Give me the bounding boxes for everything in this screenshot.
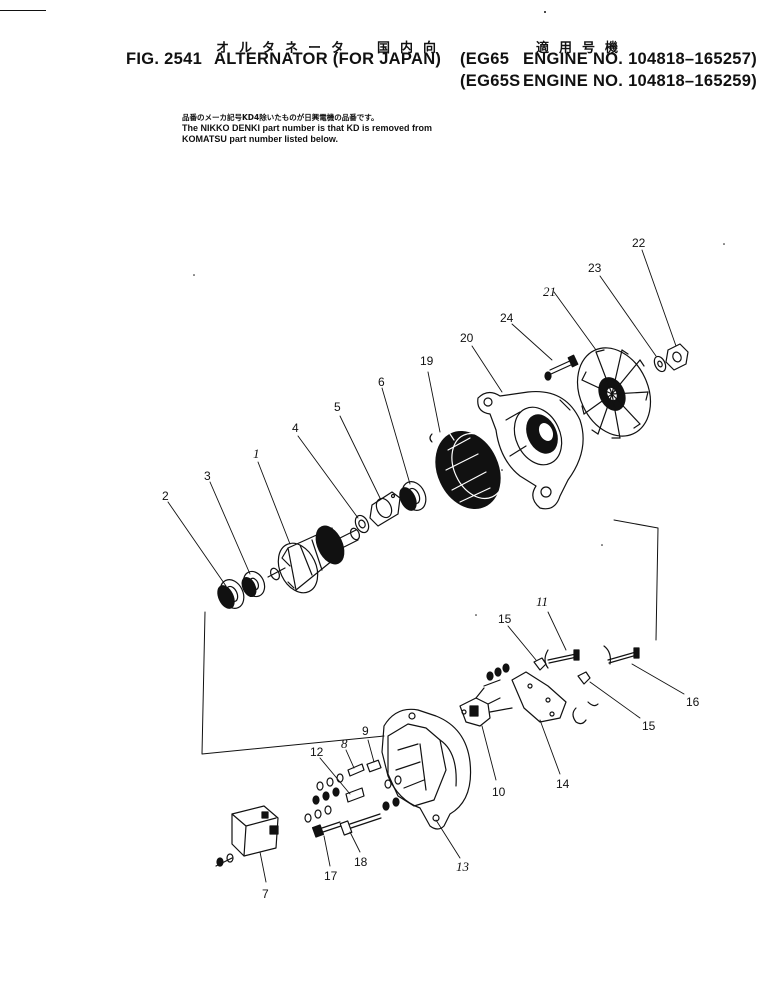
figure-number: FIG. 2541 xyxy=(126,50,203,68)
callout-22: 22 xyxy=(632,236,646,250)
japanese-applicable-serial: 適用号機 xyxy=(536,41,629,56)
regulator-part-7 xyxy=(215,805,279,867)
bolt-part-11 xyxy=(547,649,580,664)
fan-part-21 xyxy=(576,347,652,439)
callout-10: 10 xyxy=(492,785,506,799)
stator-part-19 xyxy=(429,423,505,510)
engine-serial-range-1: ENGINE NO. 104818–165257) xyxy=(523,50,758,68)
brush-holder-part-10 xyxy=(459,687,513,727)
front-housing-part-20 xyxy=(477,390,584,510)
callout-21: 21 xyxy=(543,284,556,299)
engine-serial-range-2: ENGINE NO. 104818–165259) xyxy=(523,72,758,90)
small-washers-group xyxy=(483,663,510,687)
callout-8: 8 xyxy=(341,736,348,751)
callout-24: 24 xyxy=(500,311,514,325)
insulator-plate-part-14 xyxy=(511,671,567,723)
insulator-part-15-upper xyxy=(533,649,549,671)
bushing-part-9 xyxy=(366,759,382,773)
callout-17: 17 xyxy=(324,869,338,883)
washer-stack-group xyxy=(304,773,402,823)
bearing-part-2 xyxy=(217,579,245,609)
figure-title: ALTERNATOR (FOR JAPAN) xyxy=(214,50,442,68)
callout-12: 12 xyxy=(310,745,324,759)
rear-housing-part-13 xyxy=(381,708,472,830)
nut-part-22 xyxy=(665,343,689,371)
leader-lines xyxy=(167,249,685,883)
assembly-connector-lines xyxy=(201,519,659,755)
callout-16: 16 xyxy=(686,695,700,709)
bearing-part-6 xyxy=(399,481,427,511)
part-number-note-line-1: The NIKKO DENKI part number is that KD i… xyxy=(182,123,433,133)
bearing-part-3 xyxy=(241,570,266,598)
scan-specks xyxy=(193,11,725,616)
insulator-part-15-lower xyxy=(572,671,599,725)
callout-1: 1 xyxy=(253,446,260,461)
retainer-plate-part-5 xyxy=(369,491,401,527)
washer-part-23 xyxy=(653,355,667,373)
callout-2: 2 xyxy=(162,489,169,503)
bolt-part-17 xyxy=(311,821,342,838)
washer-part-4 xyxy=(354,514,370,534)
callout-18: 18 xyxy=(354,855,368,869)
engine-model-2: (EG65S xyxy=(460,72,521,90)
callout-19: 19 xyxy=(420,354,434,368)
callout-20: 20 xyxy=(460,331,474,345)
callout-11: 11 xyxy=(536,594,548,609)
bushing-part-12 xyxy=(345,787,365,803)
callout-6: 6 xyxy=(378,375,385,389)
callout-14: 14 xyxy=(556,777,570,791)
callout-23: 23 xyxy=(588,261,602,275)
bolt-part-16 xyxy=(603,645,640,665)
callout-3: 3 xyxy=(204,469,211,483)
part-number-note-line-2: KOMATSU part number listed below. xyxy=(182,134,339,144)
rotor-part-1 xyxy=(267,525,361,594)
engine-model-1: (EG65 xyxy=(460,50,510,68)
part-number-note-japanese: 品番のメーカ記号KD4除いたものが日興電機の品番です。 xyxy=(182,113,379,122)
callout-4: 4 xyxy=(292,421,299,435)
callout-labels: 1 2 3 4 5 6 19 20 24 21 23 22 11 15 16 1… xyxy=(162,236,700,901)
callout-5: 5 xyxy=(334,400,341,414)
callout-15-lower: 15 xyxy=(642,719,656,733)
bolt-part-24 xyxy=(544,354,579,381)
bolt-part-18 xyxy=(339,813,382,836)
callout-13: 13 xyxy=(456,859,470,874)
callout-7: 7 xyxy=(262,887,269,901)
bushing-part-8 xyxy=(347,763,365,777)
corner-rule xyxy=(0,10,46,11)
callout-9: 9 xyxy=(362,724,369,738)
callout-15-upper: 15 xyxy=(498,612,512,626)
japanese-title: オルタネータ 国内向 xyxy=(216,41,447,56)
